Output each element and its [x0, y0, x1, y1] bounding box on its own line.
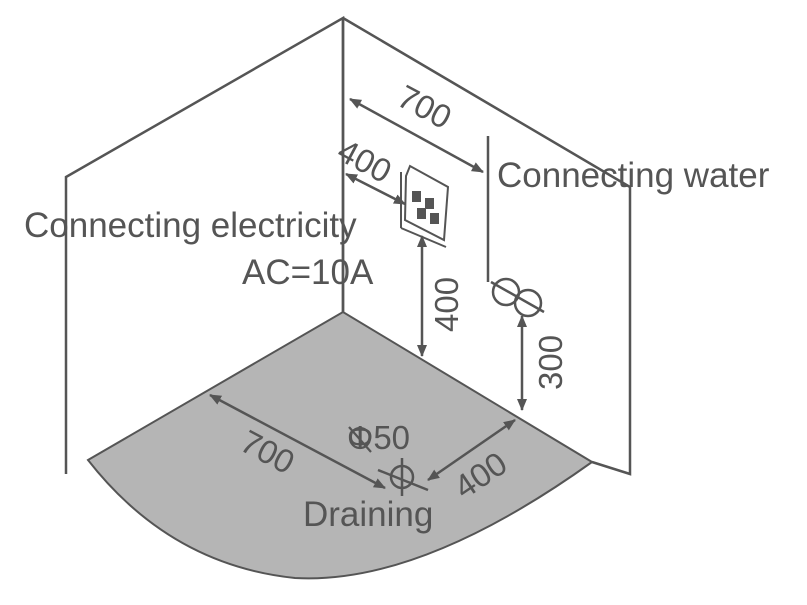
drain-icon [377, 458, 429, 496]
dimension-label-drain-diameter: Φ50 [347, 419, 410, 456]
dimension-arrow-socket-corner [349, 97, 484, 174]
dimension-label-water-height: 300 [532, 335, 569, 390]
dimension-label-socket-height: 400 [428, 277, 465, 332]
label-draining: Draining [303, 495, 433, 534]
dimension-arrow-drain-right [427, 418, 516, 482]
shower-tray-floor [86, 310, 594, 580]
water-pipe-icon [486, 136, 545, 318]
right-wall [342, 16, 632, 476]
dimension-label-socket-offset: 400 [332, 132, 398, 191]
dimension-arrow-socket-offset [345, 172, 406, 206]
socket-icon [400, 164, 450, 248]
dimension-arrow-drain-left [209, 393, 386, 490]
label-electricity-rating: AC=10A [242, 253, 374, 292]
label-connecting-electricity: Connecting electricity [24, 206, 357, 245]
label-connecting-water: Connecting water [497, 156, 770, 195]
